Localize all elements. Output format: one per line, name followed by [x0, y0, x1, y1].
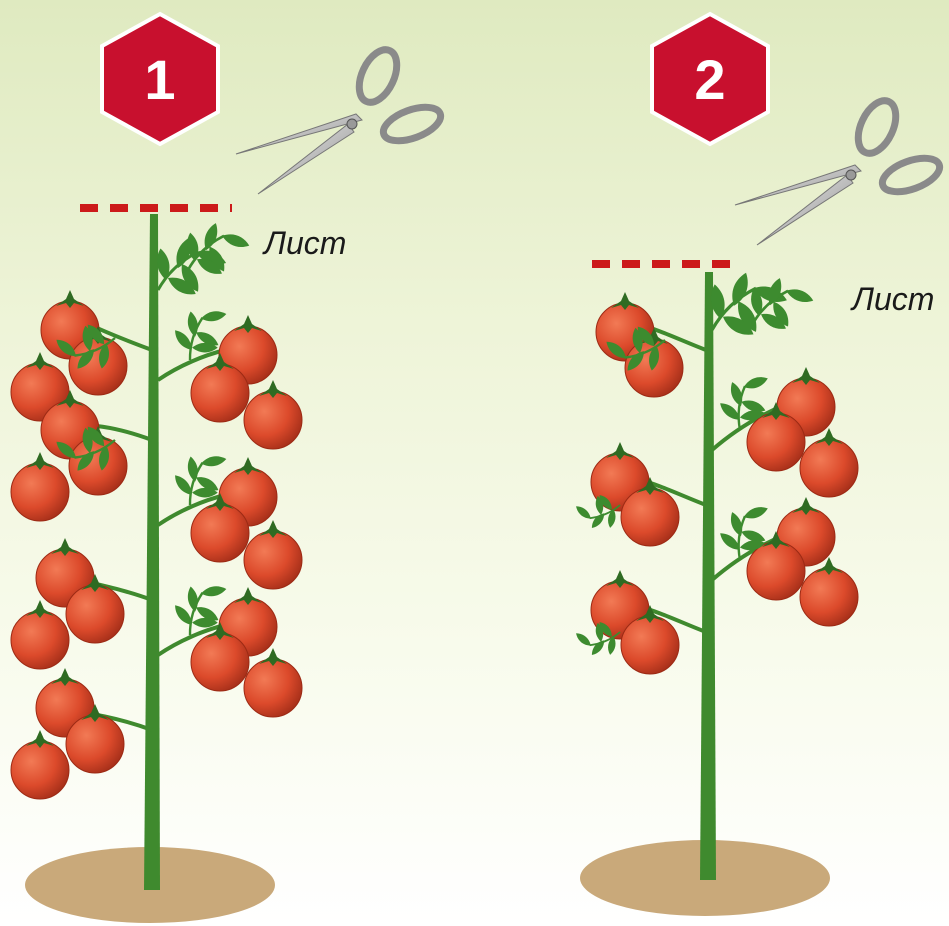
truss-right-1 [158, 294, 302, 449]
step-number: 1 [144, 48, 175, 111]
truss-right-2 [710, 491, 858, 626]
scissors-icon [236, 44, 445, 194]
step-2-badge: 2 [652, 14, 768, 144]
leaf-icon [708, 270, 815, 340]
truss-right-3 [158, 569, 302, 717]
leaf-icon [155, 221, 252, 299]
truss-right-2 [158, 439, 302, 589]
truss-left-3 [569, 570, 706, 674]
scissors-icon [735, 95, 944, 245]
step-number: 2 [694, 48, 725, 111]
truss-left-1 [11, 290, 152, 421]
truss-left-1 [596, 292, 706, 397]
step-1-badge: 1 [102, 14, 218, 144]
truss-right-1 [710, 361, 858, 497]
truss-left-3 [11, 538, 152, 669]
truss-left-2 [569, 442, 706, 546]
main-stem [144, 214, 160, 890]
truss-left-4 [11, 668, 152, 799]
leaf-label: Лист [262, 225, 346, 261]
leaf-label: Лист [850, 281, 934, 317]
panel-1: 1 Лист [11, 14, 445, 923]
panel-2: 2 Лист [569, 14, 944, 916]
